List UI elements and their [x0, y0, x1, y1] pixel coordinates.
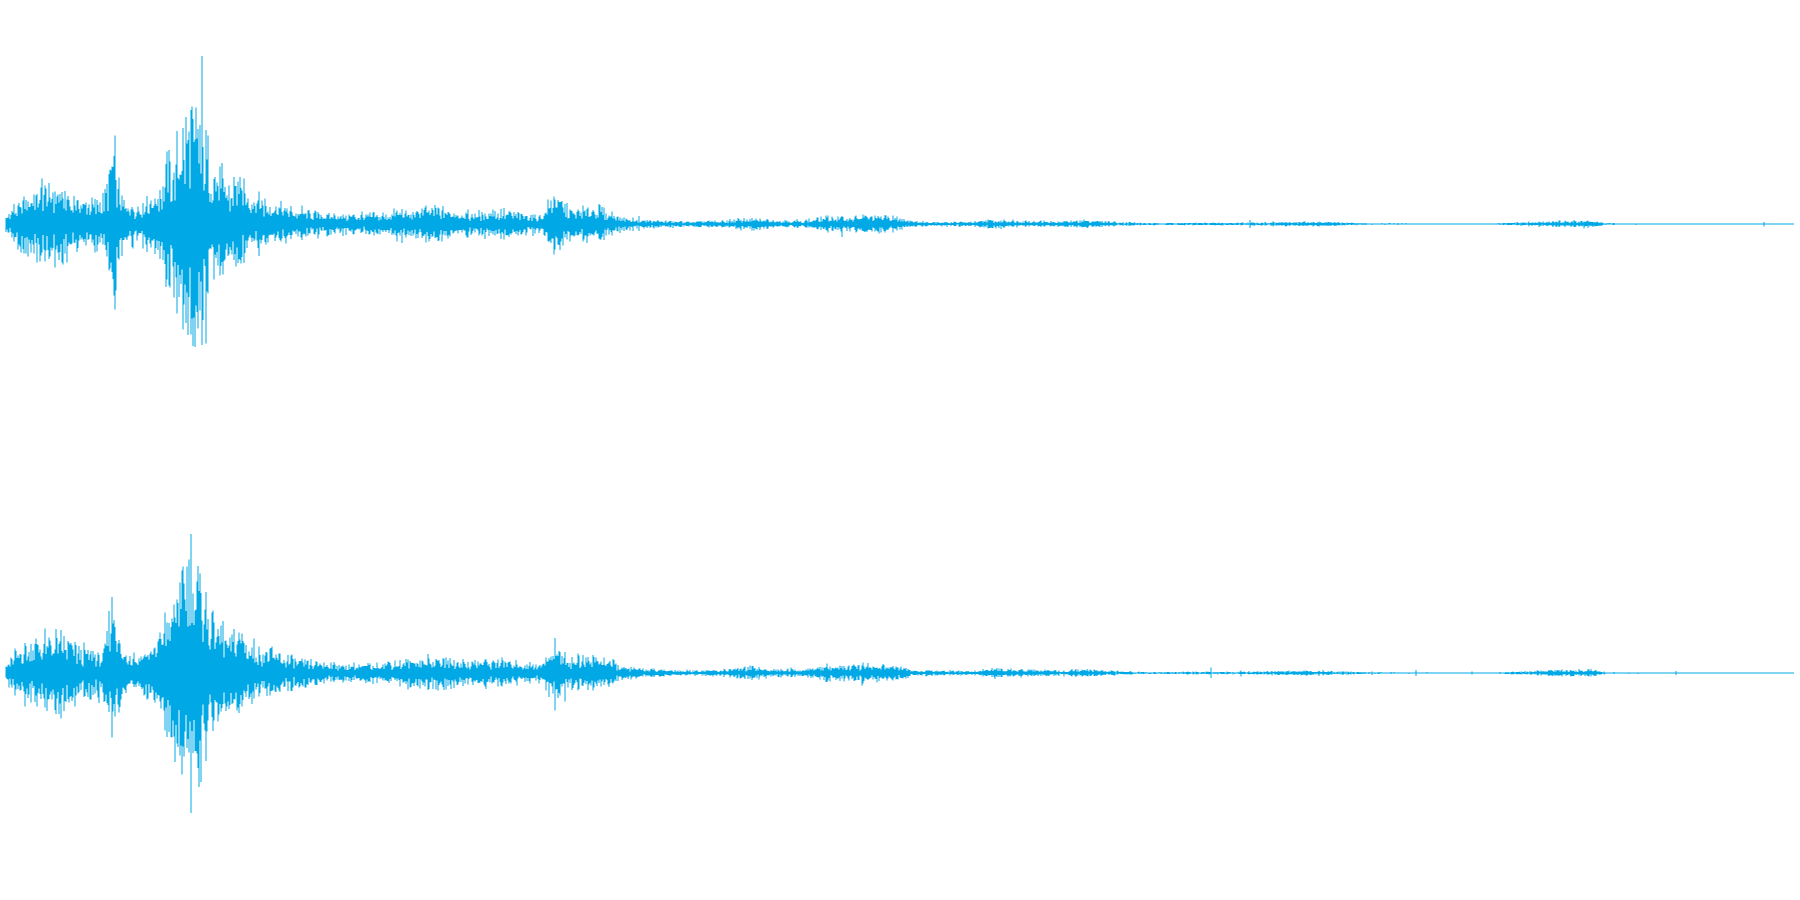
channel-2-waveform-peaks[interactable] — [5, 534, 1795, 813]
channel-1-waveform[interactable] — [5, 55, 1795, 347]
channel-2-waveform[interactable] — [5, 534, 1795, 813]
channel-1-waveform-peaks[interactable] — [5, 55, 1795, 347]
